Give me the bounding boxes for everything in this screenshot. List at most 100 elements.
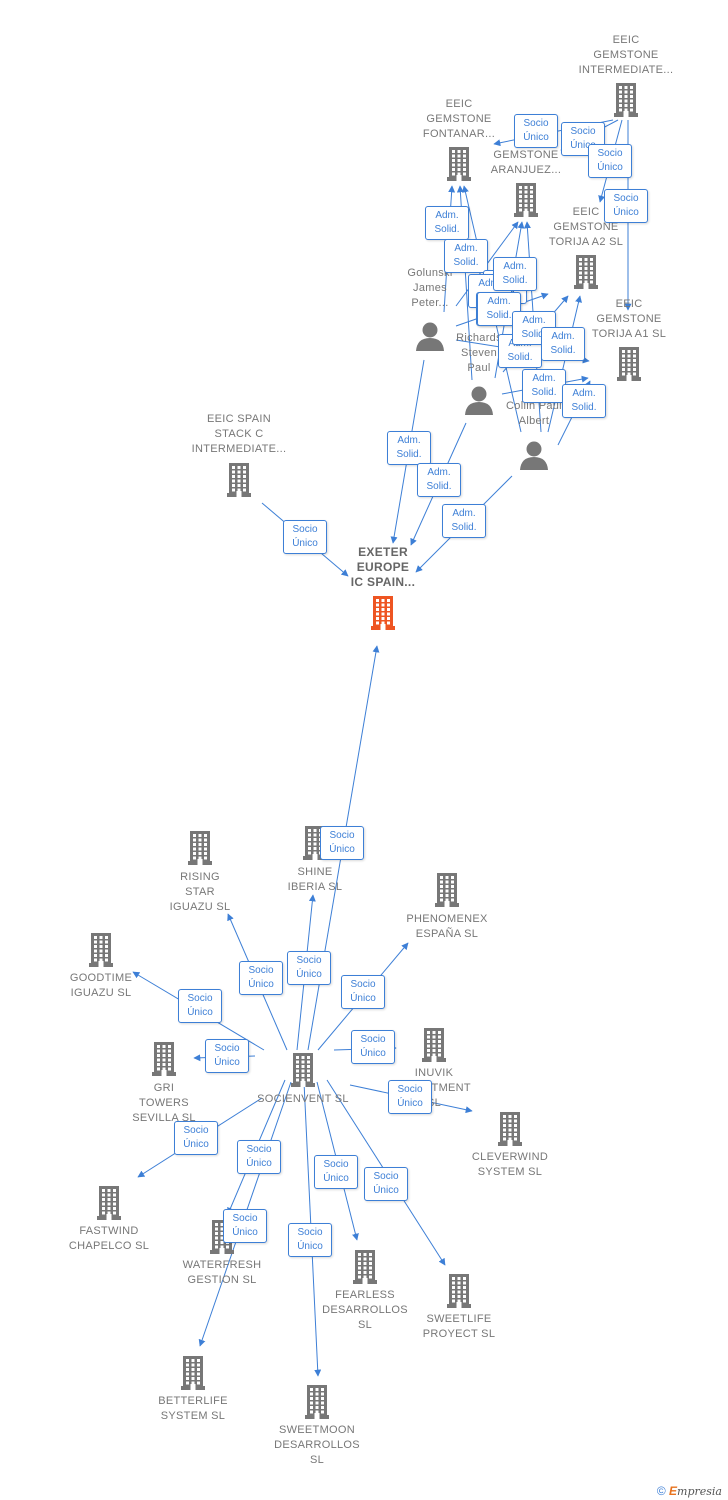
building-icon[interactable] — [371, 596, 395, 635]
building-icon[interactable] — [614, 83, 638, 122]
node-label-line: STACK C — [214, 428, 264, 440]
building-icon[interactable] — [97, 1186, 121, 1225]
building-icon[interactable] — [435, 873, 459, 912]
relation-label-line: Socio — [292, 524, 318, 535]
building-icon[interactable] — [89, 933, 113, 972]
relation-label[interactable]: Adm.Solid. — [425, 206, 469, 240]
node-label-line: EXETER — [358, 545, 408, 559]
relation-label-line: Socio — [329, 830, 355, 841]
node-label-line: SYSTEM SL — [477, 1166, 543, 1178]
node-label-line: EEIC — [445, 98, 473, 110]
node-label-line: RISING — [180, 871, 220, 883]
relation-label-line: Único — [597, 162, 623, 173]
relation-label-line: Solid. — [453, 257, 479, 268]
building-icon[interactable] — [422, 1028, 446, 1067]
building-icon[interactable] — [181, 1356, 205, 1395]
relation-label[interactable]: Adm.Solid. — [562, 384, 606, 418]
node-label-line: CHAPELCO SL — [68, 1240, 150, 1252]
building-icon[interactable] — [305, 1385, 329, 1424]
relation-label[interactable]: Adm.Solid. — [522, 369, 566, 403]
building-icon[interactable] — [291, 1053, 315, 1092]
relation-label-line: Solid. — [426, 481, 452, 492]
building-icon[interactable] — [498, 1112, 522, 1151]
building-icon[interactable] — [617, 347, 641, 386]
relation-label[interactable]: Adm.Solid. — [444, 239, 488, 273]
relation-label[interactable]: Adm.Solid. — [477, 292, 521, 326]
node-label-line: EEIC — [612, 34, 640, 46]
relation-label[interactable]: Adm.Solid. — [442, 504, 486, 538]
node-label-line: Golunski — [407, 267, 453, 279]
building-icon[interactable] — [574, 255, 598, 294]
relation-label-line: Socio — [570, 126, 596, 137]
building-icon[interactable] — [514, 183, 538, 222]
node-label-line: GOODTIME — [69, 972, 133, 984]
node-label-socienvent[interactable]: SOCIENVENT SL — [228, 1092, 378, 1107]
building-icon[interactable] — [353, 1250, 377, 1289]
person-icon[interactable] — [519, 440, 549, 475]
node-label-line: INVESTMENT — [397, 1082, 471, 1094]
relation-label[interactable]: Adm.Solid. — [541, 327, 585, 361]
relation-label-line: Socio — [523, 118, 549, 129]
building-icon[interactable] — [447, 147, 471, 186]
building-icon[interactable] — [188, 831, 212, 870]
relation-label[interactable]: Adm.Solid. — [417, 463, 461, 497]
building-icon[interactable] — [447, 1274, 471, 1313]
relation-label[interactable]: Adm.Solid. — [387, 431, 431, 465]
node-label-line: GEMSTONE — [493, 149, 559, 161]
building-icon[interactable] — [227, 463, 251, 502]
building-icon[interactable] — [152, 1042, 176, 1081]
relation-label[interactable]: Adm.Solid. — [493, 257, 537, 291]
relation-label-line: Único — [360, 1048, 386, 1059]
relation-label-line: Adm. — [551, 331, 575, 342]
person-icon[interactable] — [464, 385, 494, 420]
relation-label-line: Adm. — [503, 261, 527, 272]
relation-label-line: Único — [296, 969, 322, 980]
relation-label-line: Único — [183, 1139, 209, 1150]
node-label-line: SL — [426, 1097, 442, 1109]
node-label-line: James — [413, 282, 447, 294]
person-icon[interactable] — [415, 321, 445, 356]
